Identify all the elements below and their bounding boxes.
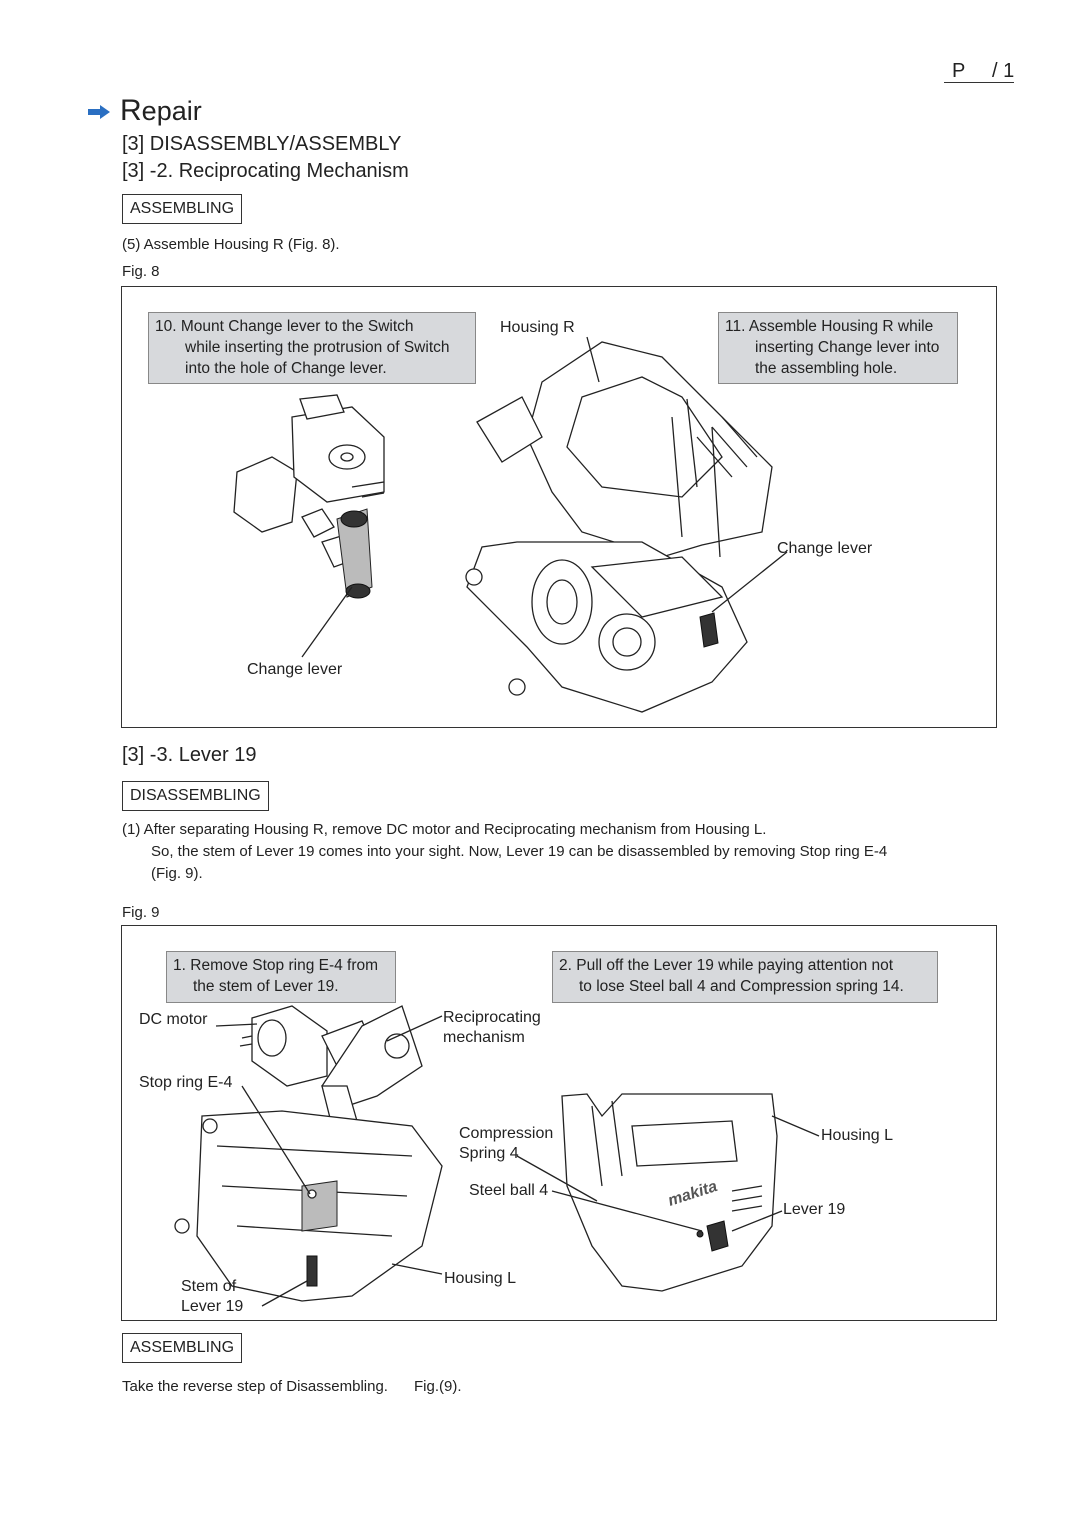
label-steel-ball: Steel ball 4 [469,1182,549,1199]
heading-reciprocating-mechanism: [3] -2. Reciprocating Mechanism [122,160,409,182]
label-housing-l-bottom: Housing L [444,1270,517,1287]
step-after-separating: (1) After separating Housing R, remove D… [122,821,767,838]
step-fig9-ref: (Fig. 9). [151,865,203,882]
housing-r-drawing [465,341,773,713]
page-suffix: / 1 [992,60,1015,82]
housing-l-right-drawing [561,1093,778,1292]
label-mechanism: mechanism [443,1029,525,1046]
page-number-rule [944,82,1014,83]
callout-1: 1. Remove Stop ring E-4 from the stem of… [166,951,396,1003]
callout-2: 2. Pull off the Lever 19 while paying at… [552,951,938,1003]
callout-11: 11. Assemble Housing R while inserting C… [718,312,958,384]
label-housing-r: Housing R [500,319,575,336]
change-lever-drawing [336,508,373,599]
label-lever-19: Lever 19 [783,1201,846,1218]
label-compression: Compression [459,1125,554,1142]
heading-disassembly-assembly: [3] DISASSEMBLY/ASSEMBLY [122,133,402,155]
figure-8: 10. Mount Change lever to the Switch whi… [121,286,997,728]
label-stem-lever-19: Lever 19 [181,1298,244,1315]
page-prefix: P [952,60,966,82]
reverse-step-fig-ref: Fig.(9). [414,1378,462,1395]
label-dc-motor: DC motor [139,1011,208,1028]
figure-9: makita 1. Remove Stop ring E-4 from the … [121,925,997,1321]
label-housing-l-right: Housing L [821,1127,894,1144]
section-arrow-icon [88,105,110,119]
figure-9-illustration: makita [174,1005,820,1307]
assembling-tag-2: ASSEMBLING [122,1333,243,1363]
housing-l-left-drawing [174,1110,443,1302]
label-stem-of: Stem of [181,1278,237,1295]
label-change-lever-right: Change lever [777,540,873,557]
dc-motor-drawing [239,1005,328,1087]
label-stop-ring: Stop ring E-4 [139,1074,233,1091]
label-reciprocating: Reciprocating [443,1009,541,1026]
fig9-label: Fig. 9 [122,904,160,921]
reverse-step-text: Take the reverse step of Disassembling. [122,1378,388,1395]
section-title: Repair [120,94,202,127]
step-stem-of-lever: So, the stem of Lever 19 comes into your… [151,843,888,860]
disassembling-tag: DISASSEMBLING [122,781,269,811]
label-change-lever-left: Change lever [247,661,343,678]
callout-10: 10. Mount Change lever to the Switch whi… [148,312,476,384]
assembling-tag: ASSEMBLING [122,194,243,224]
heading-lever-19: [3] -3. Lever 19 [122,744,257,766]
label-spring-4: Spring 4 [459,1145,519,1162]
figure-8-illustration [233,336,788,713]
recip-mechanism-drawing [321,1005,423,1127]
step-assemble-housing-r: (5) Assemble Housing R (Fig. 8). [122,236,340,253]
fig8-label: Fig. 8 [122,263,160,280]
